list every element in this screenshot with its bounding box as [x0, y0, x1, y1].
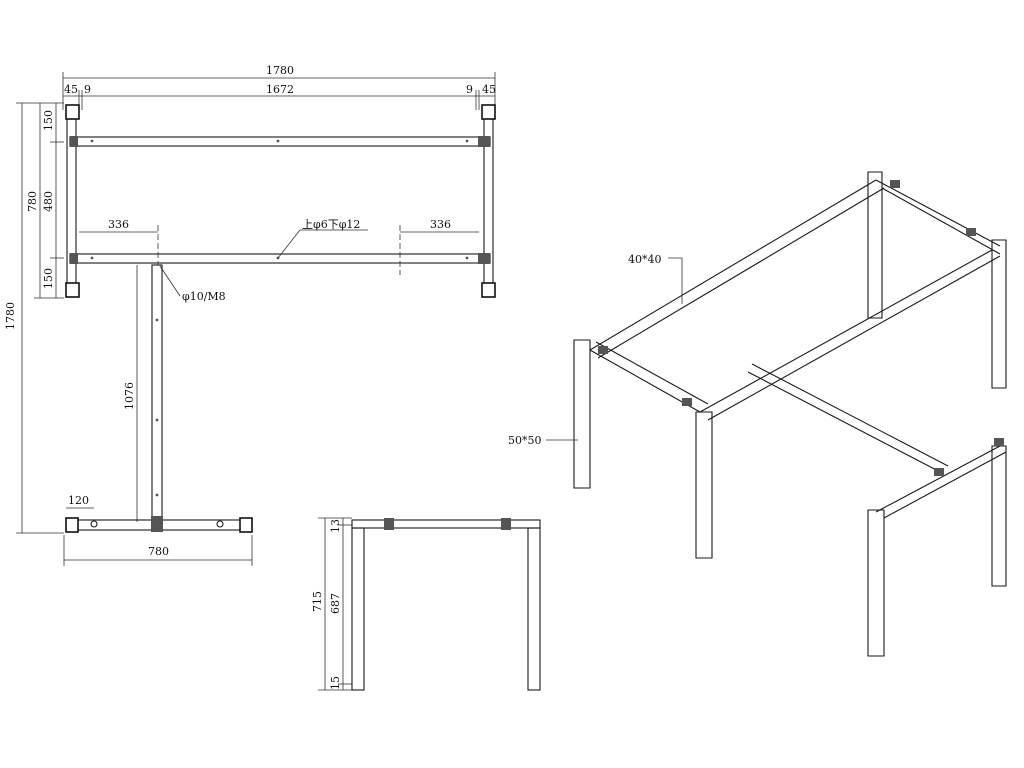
dim-top-thickness: 13	[329, 519, 342, 533]
dim-return-length: 1076	[123, 382, 136, 410]
hole-note: 上φ6下φ12	[302, 218, 360, 231]
isometric-view: 40*40 50*50	[508, 171, 1007, 657]
dim-gap-right: 9	[466, 83, 473, 96]
dim-gap-left: 9	[84, 83, 91, 96]
dim-beam-top-offset: 150	[42, 110, 55, 131]
bolt-note: φ10/M8	[182, 290, 226, 303]
dim-beam-spacing: 480	[42, 191, 55, 212]
dim-total-height: 715	[311, 591, 324, 612]
dim-foot-height: 15	[329, 676, 342, 690]
dim-hole-offset-left: 336	[108, 218, 129, 231]
dim-leg-right: 45	[482, 83, 496, 96]
dim-foot-width: 780	[148, 545, 169, 558]
dim-return-total: 1780	[4, 302, 17, 330]
dim-overall-width: 1780	[266, 64, 294, 77]
dim-leg-left: 45	[64, 83, 78, 96]
dim-overall-depth: 780	[26, 191, 39, 212]
dim-foot-offset: 120	[68, 494, 89, 507]
elevation-view: 715 13 687 15	[311, 517, 541, 691]
dim-inner-width: 1672	[266, 83, 294, 96]
label-leg-section: 50*50	[508, 434, 542, 447]
dim-inner-height: 687	[329, 593, 342, 614]
dim-hole-offset-right: 336	[430, 218, 451, 231]
plan-view: 1780 45 9 1672 9 45 1780 780 150 480 150	[4, 64, 496, 566]
dim-beam-bottom-offset: 150	[42, 268, 55, 289]
label-beam-section: 40*40	[628, 253, 662, 266]
